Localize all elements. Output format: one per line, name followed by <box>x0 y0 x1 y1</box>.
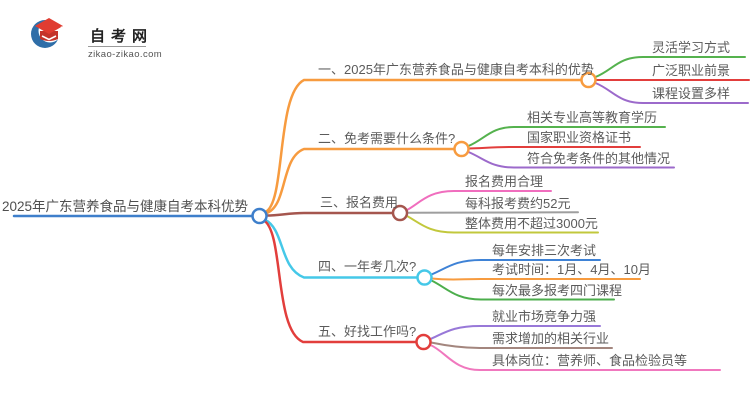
site-domain: zikao-zikao.com <box>88 49 163 60</box>
branch5-line <box>262 219 418 344</box>
branch-node-2[interactable]: 二、免考需要什么条件? <box>318 131 456 146</box>
child-node[interactable]: 每次最多报考四门课程 <box>492 282 623 298</box>
branch1-child3-line <box>594 82 749 104</box>
branch-node-4[interactable]: 四、一年考几次? <box>318 259 417 274</box>
branch-node-3[interactable]: 三、报名费用 <box>320 195 399 210</box>
graduation-cap-icon <box>31 18 63 48</box>
child-node[interactable]: 每科报考费约52元 <box>465 195 571 211</box>
root-node[interactable]: 2025年广东营养食品与健康自考本科优势 <box>1 199 248 214</box>
child-node[interactable]: 考试时间：1月、4月、10月 <box>492 262 651 277</box>
branch2-child2-line <box>468 146 641 150</box>
child-node[interactable]: 需求增加的相关行业 <box>492 331 610 346</box>
branch4-line <box>263 218 419 279</box>
branch3-line <box>265 211 394 217</box>
child-node[interactable]: 国家职业资格证书 <box>527 130 632 145</box>
child-node[interactable]: 相关专业高等教育学历 <box>527 110 658 125</box>
child-node[interactable]: 报名费用合理 <box>465 174 544 189</box>
branch2-handle[interactable] <box>453 140 470 158</box>
branch5-handle[interactable] <box>415 333 432 351</box>
root-handle[interactable] <box>251 207 268 225</box>
child-node[interactable]: 符合免考条件的其他情况 <box>527 150 671 166</box>
branch3-child3-line <box>406 215 599 234</box>
branch5-child3-line <box>429 344 721 371</box>
logo-divider <box>88 46 146 47</box>
branch5-child2-line <box>430 341 613 349</box>
child-node[interactable]: 具体岗位：营养师、食品检验员等 <box>492 353 688 368</box>
branch5-child1-line <box>429 325 601 340</box>
branch2-line <box>264 147 456 215</box>
site-logo[interactable]: 自考网 zikao-zikao.com <box>26 10 162 60</box>
child-node[interactable]: 广泛职业前景 <box>652 63 731 78</box>
branch2-child1-line <box>467 126 666 147</box>
branch4-child3-line <box>430 279 615 301</box>
child-node[interactable]: 整体费用不超过3000元 <box>465 215 598 231</box>
branch4-child1-line <box>430 259 601 276</box>
branch3-child1-line <box>406 190 552 211</box>
branch1-line <box>264 78 583 214</box>
branch-node-1[interactable]: 一、2025年广东营养食品与健康自考本科的优势 <box>318 62 594 77</box>
site-name: 自考网 <box>90 28 154 45</box>
branch1-handle[interactable] <box>580 71 597 89</box>
branch3-handle[interactable] <box>391 204 409 222</box>
branch1-child1-line <box>594 56 746 78</box>
child-node[interactable]: 课程设置多样 <box>652 86 731 101</box>
branch4-child2-line <box>431 277 641 281</box>
branch2-child3-line <box>467 151 675 169</box>
branch-node-5[interactable]: 五、好找工作吗? <box>318 324 417 339</box>
child-node[interactable]: 灵活学习方式 <box>652 40 731 55</box>
child-node[interactable]: 每年安排三次考试 <box>492 243 597 258</box>
branch3-child2-line <box>406 211 579 214</box>
child-node[interactable]: 就业市场竞争力强 <box>492 309 597 324</box>
branch4-handle[interactable] <box>416 269 433 286</box>
